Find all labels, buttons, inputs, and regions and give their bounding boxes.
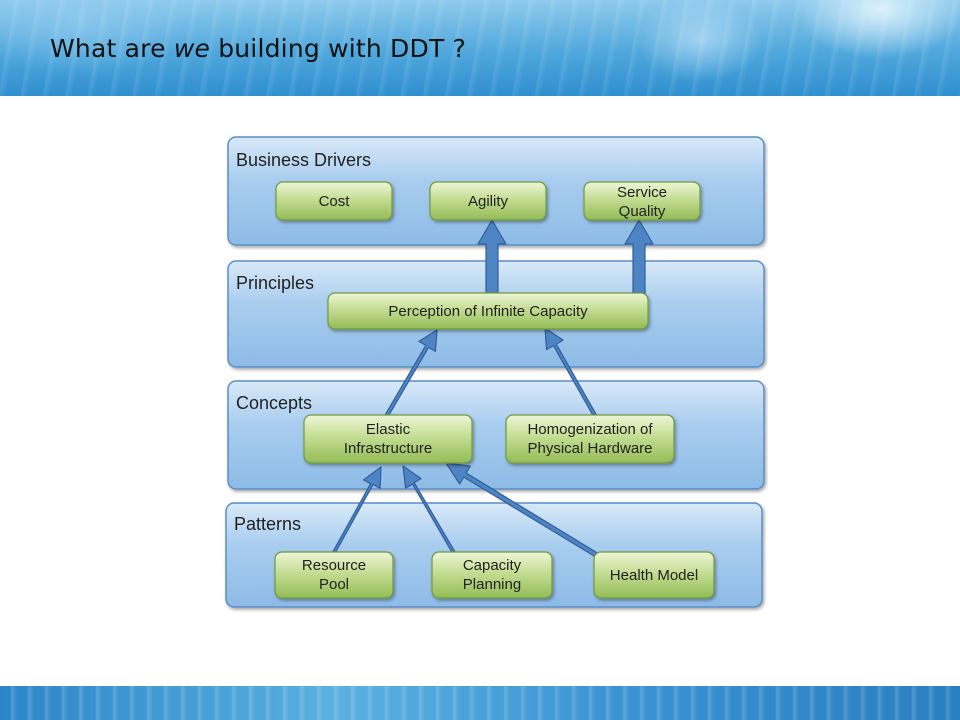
layer-label-concepts: Concepts	[236, 393, 312, 413]
node-perception-label: Perception of Infinite Capacity	[388, 303, 588, 320]
node-capacity-planning-box	[431, 551, 553, 599]
node-elastic-box	[303, 414, 473, 464]
node-health-model-box	[593, 551, 715, 599]
node-elastic-line2: Infrastructure	[344, 440, 432, 457]
node-health-model-label: Health Model	[610, 567, 698, 584]
node-homogenization-line2: Physical Hardware	[527, 440, 652, 457]
node-health-model: Health Model	[593, 551, 715, 599]
arrow-capacity-planning-to-elastic	[402, 465, 458, 557]
node-capacity-planning-line2: Planning	[463, 576, 521, 593]
layer-label-business-drivers: Business Drivers	[236, 150, 371, 170]
node-service-quality: Service Quality	[583, 181, 701, 221]
arrows	[329, 219, 654, 559]
layer-label-patterns: Patterns	[234, 514, 301, 534]
node-elastic-line1: Elastic	[366, 421, 411, 438]
node-capacity-planning: Capacity Planning	[431, 551, 553, 599]
node-agility-box	[429, 181, 547, 221]
layer-label-principles: Principles	[236, 273, 314, 293]
node-cost-box	[275, 181, 393, 221]
node-cost: Cost	[275, 181, 393, 221]
architecture-diagram: Business Drivers Principles Concepts Pat…	[222, 133, 768, 618]
node-homogenization-box	[505, 414, 675, 464]
arrow-resource-pool-to-elastic	[329, 466, 382, 558]
slide-title-start: What are	[50, 34, 174, 63]
node-resource-pool-box	[274, 551, 394, 599]
node-capacity-planning-line1: Capacity	[463, 557, 522, 574]
arrow-homogenization-to-perception	[544, 327, 597, 417]
node-resource-pool-line1: Resource	[302, 557, 366, 574]
node-elastic-infrastructure: Elastic Infrastructure	[303, 414, 473, 464]
node-resource-pool: Resource Pool	[274, 551, 394, 599]
node-agility-label: Agility	[468, 193, 509, 210]
node-agility: Agility	[429, 181, 547, 221]
header-banner	[0, 0, 960, 96]
arrow-perception-to-agility	[477, 219, 507, 295]
architecture-diagram-svg: Business Drivers Principles Concepts Pat…	[225, 136, 765, 608]
node-resource-pool-line2: Pool	[319, 576, 349, 593]
arrow-elastic-to-perception	[382, 329, 438, 422]
footer-banner	[0, 686, 960, 720]
node-perception-of-infinite-capacity: Perception of Infinite Capacity	[327, 292, 649, 330]
node-service-quality-line1: Service	[617, 184, 667, 201]
node-homogenization-of-physical-hardware: Homogenization of Physical Hardware	[505, 414, 675, 464]
slide-title-emphasis: we	[173, 34, 211, 63]
node-service-quality-box	[583, 181, 701, 221]
arrow-health-model-to-elastic	[445, 462, 601, 559]
node-homogenization-line1: Homogenization of	[527, 421, 653, 438]
node-perception-box	[327, 292, 649, 330]
slide-title: What are we building with DDT ?	[50, 34, 466, 63]
node-service-quality-line2: Quality	[619, 203, 666, 220]
header-decoration	[0, 0, 960, 96]
slide-title-end: building with DDT ?	[210, 34, 467, 63]
node-cost-label: Cost	[319, 193, 351, 210]
arrow-perception-to-service-quality	[624, 219, 654, 295]
